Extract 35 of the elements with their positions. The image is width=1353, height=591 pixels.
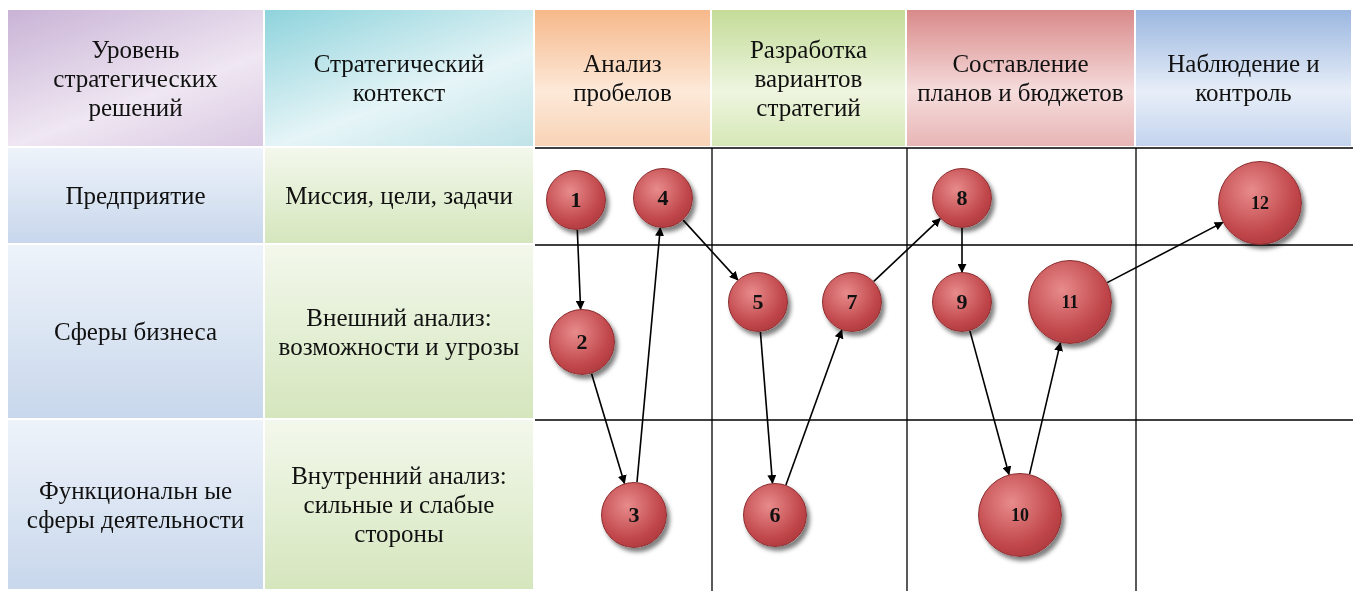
step-circle: 3 bbox=[601, 482, 667, 548]
step-circle: 11 bbox=[1028, 260, 1112, 344]
row-header: Сферы бизнеса bbox=[8, 245, 263, 418]
arrow bbox=[957, 227, 967, 273]
arrow bbox=[636, 227, 665, 483]
row-header: Функциональн ые сферы деятельности bbox=[8, 420, 263, 589]
arrow bbox=[1028, 342, 1063, 475]
arrow bbox=[785, 329, 844, 486]
column-header: Наблюдение и контроль bbox=[1136, 10, 1351, 146]
step-circle: 4 bbox=[633, 168, 693, 228]
row-header: Предприятие bbox=[8, 148, 263, 243]
column-header: Разработка вариантов стратегий bbox=[712, 10, 905, 146]
step-circle: 8 bbox=[932, 168, 992, 228]
step-circle: 12 bbox=[1218, 161, 1302, 245]
step-circle: 6 bbox=[743, 483, 807, 547]
column-header: Уровень стратегических решений bbox=[8, 10, 263, 146]
step-circle: 10 bbox=[978, 473, 1062, 557]
step-circle: 1 bbox=[546, 170, 606, 230]
arrow bbox=[1106, 221, 1224, 284]
arrow bbox=[682, 219, 739, 281]
column-header: Составление планов и бюджетов bbox=[907, 10, 1134, 146]
column-header: Анализ пробелов bbox=[535, 10, 710, 146]
step-circle: 2 bbox=[549, 309, 615, 375]
arrow bbox=[759, 331, 777, 484]
step-circle: 7 bbox=[822, 272, 882, 332]
arrow bbox=[575, 229, 585, 310]
step-circle: 5 bbox=[728, 272, 788, 332]
arrow bbox=[590, 372, 627, 485]
arrow bbox=[873, 217, 941, 283]
arrow bbox=[969, 330, 1012, 476]
table-cell: Внутренний анализ: сильные и слабые стороны bbox=[265, 420, 533, 589]
table-cell: Внешний анализ: возможности и угрозы bbox=[265, 245, 533, 418]
table-cell: Миссия, цели, задачи bbox=[265, 148, 533, 243]
step-circle: 9 bbox=[932, 272, 992, 332]
column-header: Стратегический контекст bbox=[265, 10, 533, 146]
